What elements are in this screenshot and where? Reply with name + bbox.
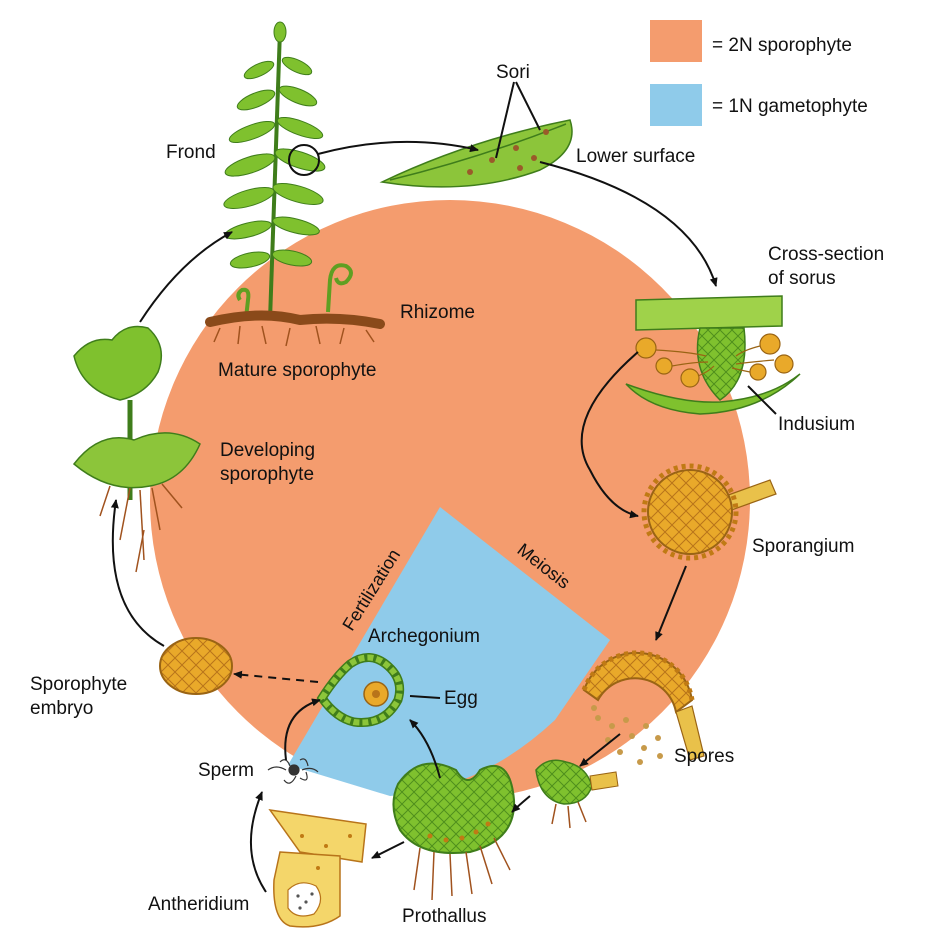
arrow-embryo-to-developing [110,499,165,647]
label-embryo-line1: Sporophyte [30,674,127,695]
label-archegonium: Archegonium [368,626,480,647]
arrow-leaf-to-sorus [539,161,718,287]
label-indusium: Indusium [778,414,855,435]
fern-frond-icon [223,21,326,321]
magnify-circle-icon [288,144,320,176]
arrow-spores-to-germination [579,733,621,767]
germinating-spore-icon [535,759,619,829]
label-mature-sporophyte: Mature sporophyte [218,360,376,381]
label-prothallus: Prothallus [402,906,487,927]
label-spores: Spores [674,746,734,767]
label-sperm: Sperm [198,760,254,781]
label-cross-section-line2: of sorus [768,268,836,289]
embryo-icon [159,637,233,695]
sporangium-icon [641,463,777,561]
sorus-cross-section-icon [625,295,801,415]
young-sporophyte-icon [72,325,201,573]
arrow-sorus-to-sporangium [580,351,639,519]
label-sporangium: Sporangium [752,536,854,557]
arrow-sperm-to-egg [284,698,321,761]
pointer-egg [409,695,441,699]
arrow-antheridium-to-sperm [249,791,267,893]
label-sori: Sori [496,62,530,83]
legend-swatch-sporophyte [650,20,702,62]
pointer-indusium [747,385,777,415]
label-frond: Frond [166,142,216,163]
arrow-frond-to-leaf [317,140,479,155]
label-cross-section-line1: Cross-section [768,244,884,265]
pointer-sori-2 [515,81,541,131]
legend-label-gametophyte: = 1N gametophyte [712,96,868,117]
arrow-fertilized-egg-to-embryo [233,670,319,683]
label-antheridium: Antheridium [148,894,249,915]
leaf-with-sori-icon [379,119,573,188]
rhizome-icon [205,310,385,347]
label-developing-line1: Developing [220,440,315,461]
arrow-developing-to-mature [139,231,233,323]
prothallus-icon [392,762,516,901]
label-embryo-line2: embryo [30,698,93,719]
legend-label-sporophyte: = 2N sporophyte [712,35,852,56]
label-lower-surface: Lower surface [576,146,695,167]
label-rhizome: Rhizome [400,302,475,323]
open-sporangium-icon [581,650,705,761]
fiddlehead-icon [236,263,353,319]
pointer-sori-1 [495,81,515,159]
antheridium-icon [268,809,367,928]
label-egg: Egg [444,688,478,709]
arrow-germination-to-prothallus [511,795,531,813]
label-developing-line2: sporophyte [220,464,314,485]
legend: = 2N sporophyte = 1N gametophyte [650,20,868,126]
arrow-prothallus-to-archegonium [409,719,441,779]
cycle-arrows [110,81,777,893]
spores-icon [591,705,663,765]
arrow-sporangium-to-spores [655,565,687,641]
archegonium-icon [316,653,405,728]
legend-swatch-gametophyte [650,84,702,126]
arrow-prothallus-to-antheridium [371,841,405,859]
